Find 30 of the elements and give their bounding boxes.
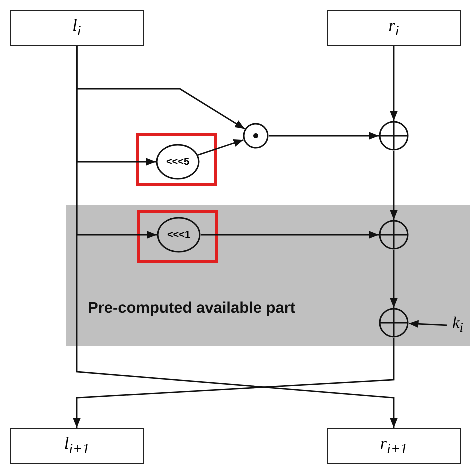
variable-name: r$_{i+1}$ bbox=[380, 434, 408, 458]
variable-name: l$_{i+1}$ bbox=[64, 434, 90, 458]
xor-operator-symbol bbox=[379, 308, 409, 338]
arrow bbox=[198, 139, 244, 156]
arrow bbox=[76, 46, 398, 428]
arrow bbox=[73, 338, 395, 428]
arrow bbox=[390, 151, 398, 220]
highlight-frame bbox=[136, 133, 217, 186]
rotation-label: <<<1 bbox=[167, 230, 191, 240]
arrow bbox=[269, 132, 379, 140]
variable-box bbox=[327, 428, 461, 464]
variable-name: l$_{i}$ bbox=[72, 16, 82, 40]
xor-operator-symbol bbox=[379, 220, 409, 250]
rotation-label: <<<5 bbox=[166, 156, 190, 168]
arrow bbox=[201, 231, 379, 239]
variable-box bbox=[10, 10, 144, 46]
rotation-ellipse bbox=[156, 144, 200, 180]
variable-box bbox=[327, 10, 461, 46]
arrow bbox=[408, 320, 448, 328]
rotation-ellipse bbox=[157, 217, 201, 253]
arrow bbox=[390, 46, 398, 121]
arrow bbox=[390, 250, 398, 308]
xor-operator-symbol bbox=[379, 121, 409, 151]
variable-name: r$_{i}$ bbox=[388, 16, 400, 40]
shaded-region bbox=[66, 205, 470, 346]
highlight-frame bbox=[137, 210, 218, 263]
key-name: k$_{i}$ bbox=[452, 315, 464, 337]
and-operator-symbol bbox=[243, 123, 269, 149]
variable-box bbox=[10, 428, 144, 464]
region-caption: Pre-computed available part bbox=[88, 300, 296, 318]
